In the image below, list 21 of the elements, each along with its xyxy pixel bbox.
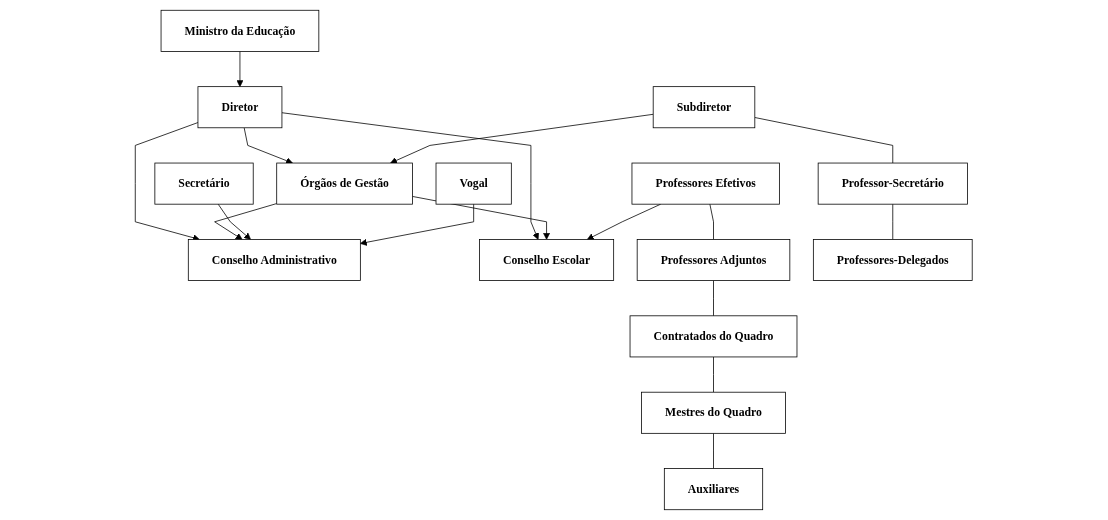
node-box: Vogal: [435, 162, 512, 205]
connector: [754, 117, 894, 164]
connector: [713, 280, 715, 317]
connector: [709, 203, 715, 240]
connector: [713, 356, 715, 393]
connector: [713, 432, 715, 469]
node-box: Diretor: [197, 86, 283, 129]
node-box: Mestres do Quadro: [641, 391, 787, 434]
node-box: Professores Efetivos: [631, 162, 781, 205]
node-box: Professores Adjuntos: [637, 239, 791, 281]
connector: [892, 203, 894, 240]
node-box: Conselho Administrativo: [188, 239, 361, 281]
node-box: Contratados do Quadro: [629, 315, 798, 358]
node-box: Subdiretor: [653, 86, 756, 129]
node-box: Secretário: [154, 162, 254, 205]
node-box: Conselho Escolar: [479, 239, 615, 281]
node-box: Auxiliares: [664, 468, 764, 511]
node-box: Professor-Secretário: [818, 162, 969, 205]
node-box: Ministro da Educação: [160, 9, 320, 52]
node-box: Professores-Delegados: [813, 239, 973, 281]
node-box: Órgãos de Gestão: [276, 162, 414, 205]
